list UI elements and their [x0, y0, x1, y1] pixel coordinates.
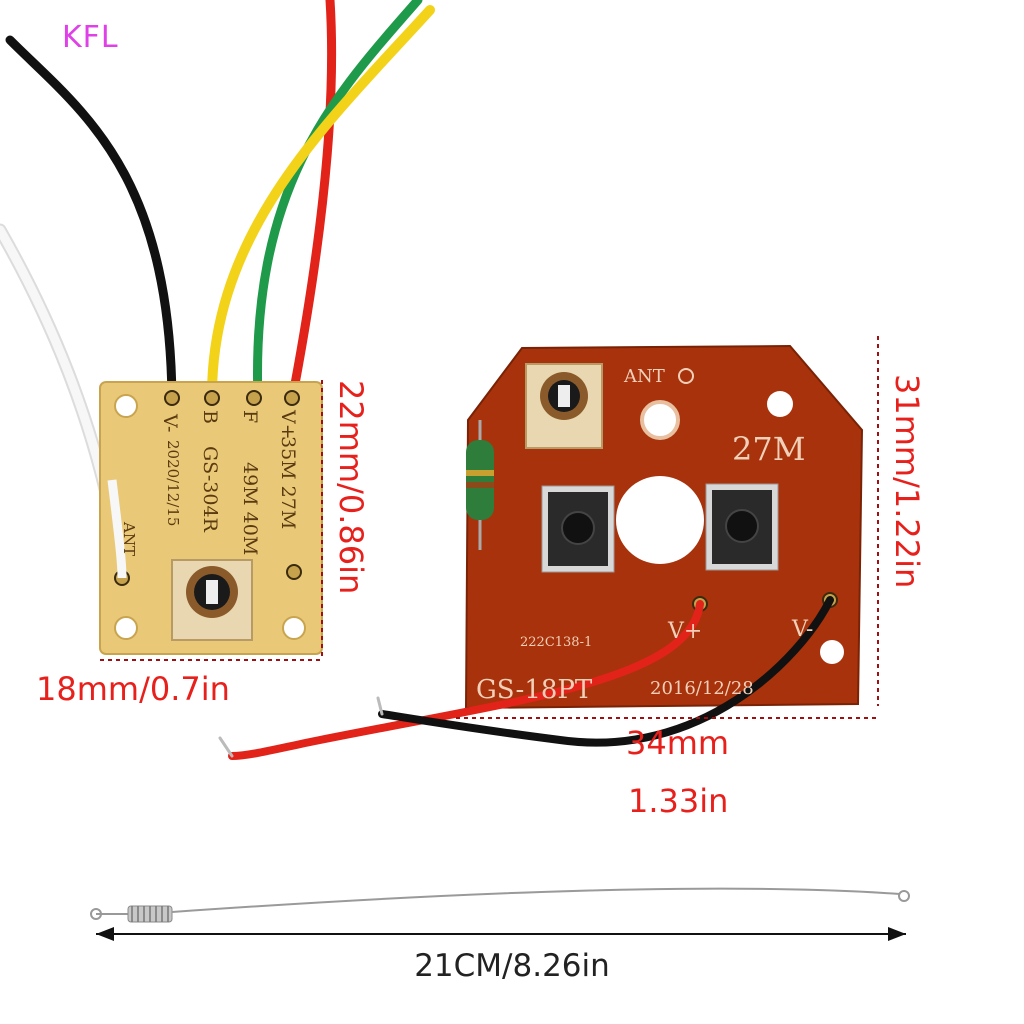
large-board-width-in-label: 1.33in [628, 782, 729, 820]
tact-switch-left [541, 485, 615, 573]
antenna-wire [90, 887, 910, 941]
small-pcb-labels: V- B F V+ 35M 27M 49M 40M GS-304R 2020/1… [120, 409, 299, 556]
freq-label: 27M [732, 430, 805, 468]
pin-label-b: B [199, 410, 221, 424]
small-ant-label: ANT [120, 521, 138, 556]
dimension-guides [100, 336, 879, 719]
pin-label-f: F [239, 410, 261, 423]
small-model-label: GS-304R [199, 446, 221, 533]
large-ant-label: ANT [623, 366, 665, 387]
freq-col2: 49M 40M [239, 462, 261, 555]
large-date-label: 2016/12/28 [650, 678, 754, 699]
tact-switch-right [705, 483, 779, 571]
small-board-height-label: 22mm/0.86in [332, 380, 370, 595]
large-pcb-labels: ANT 27M 222C138-1 V+ V- GS-18PT 2016/12/… [476, 366, 813, 705]
vplus-label: V+ [667, 619, 702, 644]
large-board-wires [218, 596, 834, 760]
large-pcb [464, 344, 864, 710]
small-board-wires [0, 0, 435, 585]
vminus-label: V- [791, 617, 813, 642]
large-model-label: GS-18PT [476, 675, 593, 705]
small-date-label: 2020/12/15 [164, 440, 182, 526]
pin-label-vplus: V+ [277, 409, 299, 440]
small-board-width-label: 18mm/0.7in [36, 670, 230, 708]
pin-label-vminus: V- [159, 413, 181, 432]
large-board-height-label: 31mm/1.22in [888, 374, 926, 589]
freq-col1: 35M 27M [277, 436, 299, 529]
large-board-width-mm-label: 34mm [626, 724, 730, 762]
antenna-length-label: 21CM/8.26in [414, 948, 610, 984]
part-number-label: 222C138-1 [520, 635, 592, 650]
small-pcb [99, 381, 323, 655]
watermark: KFL [62, 20, 119, 55]
